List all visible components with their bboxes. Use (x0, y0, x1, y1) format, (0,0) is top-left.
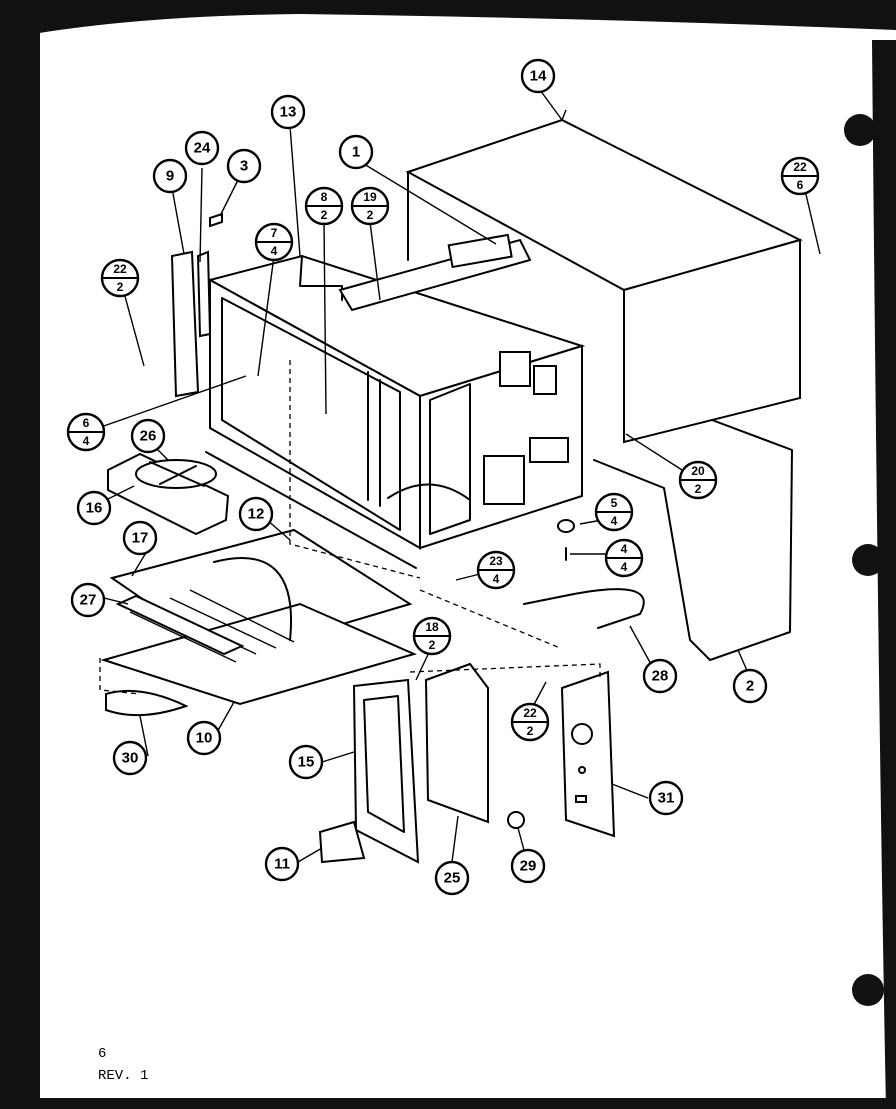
callout-18-2-den: 2 (429, 638, 436, 652)
callout-1-label: 1 (352, 144, 360, 161)
callout-20-2-num: 20 (691, 464, 705, 478)
callout-13-label: 13 (280, 104, 297, 121)
callout-12: 12 (238, 496, 274, 532)
callout-4-4-num: 4 (621, 542, 628, 556)
callout-19-2-num: 19 (363, 190, 377, 204)
callout-28: 28 (642, 658, 678, 694)
page-number: 6 (98, 1046, 107, 1062)
lamp (105, 689, 189, 717)
callout-20-2: 202 (678, 460, 718, 500)
callout-7-4-num: 7 (271, 226, 278, 240)
callout-23-4: 234 (476, 550, 516, 590)
callout-14-label: 14 (530, 68, 547, 85)
callout-5-4-num: 5 (611, 496, 618, 510)
callout-22-2-left: 222 (100, 258, 140, 298)
callout-4-4: 44 (604, 538, 644, 578)
lead-wire (523, 588, 645, 629)
callout-10: 10 (186, 720, 222, 756)
callout-12-label: 12 (248, 506, 265, 523)
callout-22-2-left-num: 22 (113, 262, 127, 276)
callout-6-4-den: 4 (83, 434, 90, 448)
callout-22-6-num: 22 (793, 160, 807, 174)
callout-18-2-num: 18 (425, 620, 439, 634)
callout-25-label: 25 (444, 870, 461, 887)
callout-7-4-den: 4 (271, 244, 278, 258)
fan-assembly (107, 452, 230, 536)
callout-5-4-den: 4 (611, 514, 618, 528)
callout-1: 1 (338, 134, 374, 170)
outer-cabinet (405, 109, 803, 444)
callout-8-2-den: 2 (321, 208, 328, 222)
knob (507, 811, 525, 829)
callout-30-label: 30 (122, 750, 139, 767)
callout-8-2-num: 8 (321, 190, 328, 204)
callout-24-label: 24 (194, 140, 211, 157)
callout-28-label: 28 (652, 668, 669, 685)
callout-6-4-num: 6 (83, 416, 90, 430)
callout-7-4: 74 (254, 222, 294, 262)
callout-6-4: 64 (66, 412, 106, 452)
callout-22-6: 226 (780, 156, 820, 196)
callout-8-2: 82 (304, 186, 344, 226)
callout-29-label: 29 (520, 858, 537, 875)
callout-30: 30 (112, 740, 148, 776)
door (318, 678, 420, 864)
callout-27: 27 (70, 582, 106, 618)
callout-2: 2 (732, 668, 768, 704)
left-side-panel (170, 212, 223, 398)
callout-17-label: 17 (132, 530, 149, 547)
callout-11-label: 11 (274, 856, 290, 873)
callout-13: 13 (270, 94, 306, 130)
callout-22-6-den: 6 (797, 178, 804, 192)
callout-22-2-right: 222 (510, 702, 550, 742)
callout-31: 31 (648, 780, 684, 816)
callout-27-label: 27 (80, 592, 97, 609)
callout-22-2-right-den: 2 (527, 724, 534, 738)
callout-15: 15 (288, 744, 324, 780)
callout-4-4-den: 4 (621, 560, 628, 574)
callout-23-4-den: 4 (493, 572, 500, 586)
callout-16: 16 (76, 490, 112, 526)
callout-22-2-left-den: 2 (117, 280, 124, 294)
callout-19-2: 192 (350, 186, 390, 226)
callout-16-label: 16 (86, 500, 103, 517)
callout-31-label: 31 (658, 790, 675, 807)
callout-19-2-den: 2 (367, 208, 374, 222)
callout-2-label: 2 (746, 678, 754, 695)
control-panel (560, 670, 616, 838)
callout-11: 11 (264, 846, 300, 882)
small-hardware (557, 519, 575, 561)
callout-5-4: 54 (594, 492, 634, 532)
callout-3: 3 (226, 148, 262, 184)
front-rail (205, 451, 417, 569)
control-bracket (424, 662, 489, 824)
callout-17: 17 (122, 520, 158, 556)
revision-label: REV. 1 (98, 1068, 149, 1084)
base-tray (100, 528, 417, 706)
callout-26-label: 26 (140, 428, 157, 445)
callout-18-2: 182 (412, 616, 452, 656)
callout-26: 26 (130, 418, 166, 454)
callout-22-2-right-num: 22 (523, 706, 537, 720)
callout-9: 9 (152, 158, 188, 194)
power-cord (593, 419, 793, 661)
callout-20-2-den: 2 (695, 482, 702, 496)
callout-9-label: 9 (166, 168, 174, 185)
callout-23-4-num: 23 (489, 554, 503, 568)
callout-3-label: 3 (240, 158, 248, 175)
assembly-dashes (99, 360, 601, 695)
callout-29: 29 (510, 848, 546, 884)
callout-15-label: 15 (298, 754, 315, 771)
callout-14: 14 (520, 58, 556, 94)
callout-25: 25 (434, 860, 470, 896)
callout-10-label: 10 (196, 730, 213, 747)
callout-24: 24 (184, 130, 220, 166)
